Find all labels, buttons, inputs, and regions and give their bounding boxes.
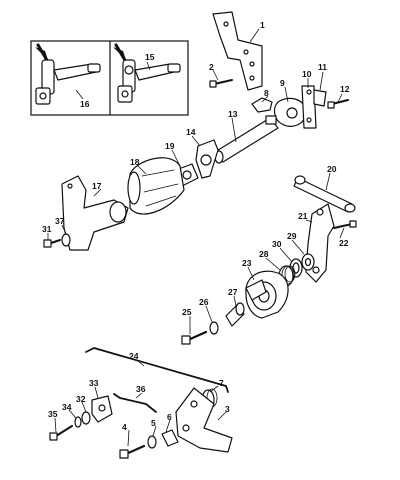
callout-28: 28: [259, 249, 269, 259]
part-washer-37: [61, 233, 71, 247]
part-arm-14: [195, 139, 219, 179]
part-lever-17: [61, 175, 129, 251]
callout-14: 14: [186, 127, 196, 137]
callout-7: 7: [219, 378, 224, 388]
callout-24: 24: [129, 351, 139, 361]
callout-9: 9: [280, 78, 285, 88]
callout-labels: 1 2 3 4 5 6 7 8 9 10 11 12 13 14 15 16 1…: [42, 20, 350, 432]
callout-23: 23: [242, 258, 252, 268]
part-lever-21: [305, 203, 335, 283]
callout-11: 11: [318, 62, 327, 72]
callout-30: 30: [272, 239, 282, 249]
part-bushing-32: [81, 411, 91, 425]
callout-18: 18: [130, 157, 140, 167]
callout-20: 20: [327, 164, 337, 174]
callout-6: 6: [167, 412, 172, 422]
callout-10: 10: [302, 69, 312, 79]
part-cam-9: [273, 97, 307, 127]
callout-36: 36: [136, 384, 146, 394]
part-shaft-13: [214, 115, 279, 164]
callout-27: 27: [228, 287, 238, 297]
part-screw-35: [49, 425, 73, 441]
part-washer-5: [147, 435, 157, 449]
callout-17: 17: [92, 181, 102, 191]
callout-32: 32: [76, 394, 86, 404]
callout-31: 31: [42, 224, 52, 234]
part-washer-26: [209, 321, 219, 335]
callout-35: 35: [48, 409, 58, 419]
callout-29: 29: [287, 231, 297, 241]
part-clip-11: [313, 89, 327, 107]
callout-19: 19: [165, 141, 175, 151]
callout-1: 1: [260, 20, 265, 30]
part-rod-24: [85, 347, 229, 393]
callout-2: 2: [209, 62, 214, 72]
part-bracket: [212, 11, 263, 91]
leader-lines: [47, 28, 345, 447]
callout-26: 26: [199, 297, 209, 307]
part-rod-36: [113, 393, 157, 413]
part-screw-31: [43, 239, 61, 248]
part-screw-25: [181, 330, 208, 345]
callout-25: 25: [182, 307, 192, 317]
callout-12: 12: [340, 84, 350, 94]
callout-22: 22: [339, 238, 349, 248]
callout-4: 4: [122, 422, 127, 432]
part-washer-34: [74, 416, 82, 428]
callout-34: 34: [62, 402, 72, 412]
callout-21: 21: [298, 211, 308, 221]
inset-box: [30, 40, 189, 116]
callout-5: 5: [151, 418, 156, 428]
part-bracket-8: [251, 97, 273, 113]
part-spacer: [225, 302, 245, 327]
part-clip-33: [91, 395, 113, 423]
part-screw-2: [209, 79, 233, 88]
callout-8: 8: [264, 88, 269, 98]
part-screw-22: [333, 220, 357, 229]
part-screw-12: [327, 99, 349, 109]
part-arm-27: [245, 279, 267, 301]
callout-16: 16: [80, 99, 90, 109]
callout-3: 3: [225, 404, 230, 414]
callout-15: 15: [145, 52, 155, 62]
part-spacer-6: [161, 429, 179, 447]
part-screw-4: [119, 444, 146, 459]
part-link-20: [293, 175, 356, 213]
part-lever-3: [175, 387, 233, 453]
part-washer-29: [301, 253, 315, 271]
callout-33: 33: [89, 378, 99, 388]
part-link-10: [301, 85, 317, 129]
callout-37: 37: [55, 216, 65, 226]
callout-13: 13: [228, 109, 238, 119]
